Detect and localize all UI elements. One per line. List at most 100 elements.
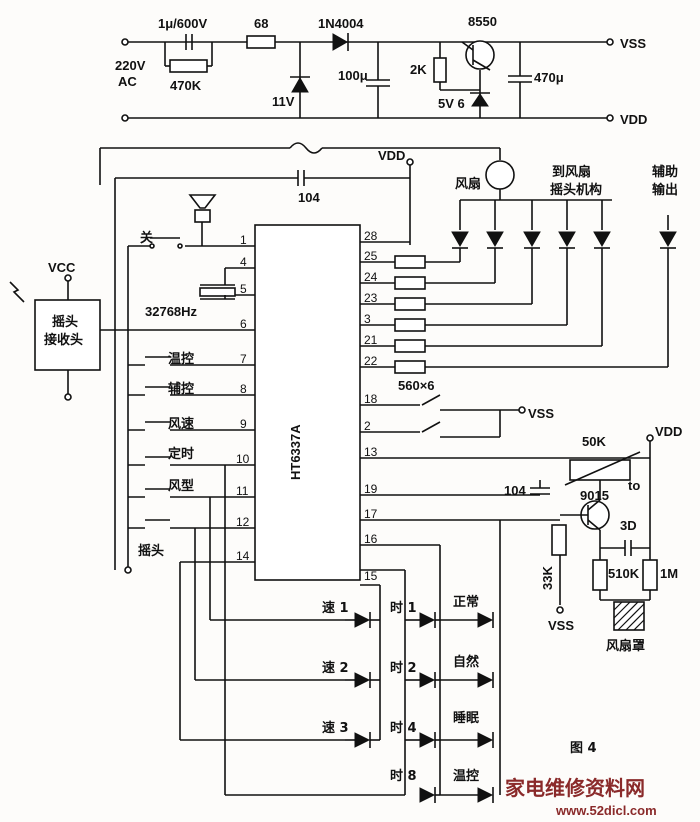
pin-1: 1 xyxy=(240,233,247,247)
label-btn-timer: 定时 xyxy=(167,446,194,462)
triac-3 xyxy=(523,231,541,249)
label-res-2k: 2K xyxy=(410,62,427,77)
led-timer-1 xyxy=(405,612,440,628)
led-speed-3 xyxy=(345,732,380,748)
triac-4 xyxy=(558,231,576,249)
label-receiver: 接收头 xyxy=(44,332,83,348)
label-to-fan: 到风扇 xyxy=(552,164,591,180)
triac-array xyxy=(451,199,677,367)
label-btn-speed: 风速 xyxy=(168,416,194,432)
pin-5: 5 xyxy=(240,282,247,296)
label-cap-3d: 3D xyxy=(620,518,637,533)
led-normal xyxy=(440,612,494,628)
label-led-timer-8: 时 8 xyxy=(390,768,417,784)
label-btn-temp: 温控 xyxy=(168,351,194,367)
label-cap-104-right: 104 xyxy=(504,483,526,498)
label-9015: 9015 xyxy=(580,488,609,503)
figure-caption: 图 4 xyxy=(570,741,597,756)
led-timer-4 xyxy=(405,732,440,748)
watermark-url: www.52dicl.com xyxy=(555,803,657,818)
pin-6: 6 xyxy=(240,317,247,331)
pin-24: 24 xyxy=(364,270,378,284)
led-sleep xyxy=(440,732,494,748)
remote-receiver-box xyxy=(9,274,101,401)
crystal-32768hz xyxy=(199,268,236,300)
ic-ht6337a xyxy=(254,224,361,581)
pin-15: 15 xyxy=(364,569,378,583)
pin-10: 10 xyxy=(236,452,250,466)
label-zener-11v: 11V xyxy=(272,94,295,109)
triac-1 xyxy=(451,231,469,249)
label-pot-50k: 50K xyxy=(582,434,606,449)
label-led-speed-1: 速 1 xyxy=(322,600,349,616)
button-switch-group xyxy=(124,246,170,574)
pin-23: 23 xyxy=(364,291,378,305)
pin-11: 11 xyxy=(236,484,249,498)
label-res-510k: 510K xyxy=(608,566,640,581)
label-aux: 辅助 xyxy=(652,164,678,180)
label-vdd-mid: VDD xyxy=(378,148,405,163)
label-cap-104: 104 xyxy=(298,190,320,205)
label-zener-5v6: 5V 6 xyxy=(438,96,465,111)
pin-3: 3 xyxy=(364,312,371,326)
label-vss-switch: VSS xyxy=(528,406,554,421)
label-btn-mode: 风型 xyxy=(168,478,194,494)
pin-28: 28 xyxy=(364,229,378,243)
triac-6 xyxy=(659,231,677,249)
fuse-and-vdd-line xyxy=(99,142,515,245)
label-vdd-right: VDD xyxy=(655,424,682,439)
pin-16: 16 xyxy=(364,532,378,546)
triac-2 xyxy=(486,231,504,249)
label-vcc: VCC xyxy=(48,260,76,275)
label-220v: 220V xyxy=(115,58,146,73)
label-fan-cover: 风扇罩 xyxy=(606,638,645,654)
label-vss-bottom: VSS xyxy=(548,618,574,633)
pin-25: 25 xyxy=(364,249,378,263)
label-diode: 1N4004 xyxy=(318,16,364,31)
label-led-speed-3: 速 3 xyxy=(322,720,349,736)
led-speed-1 xyxy=(345,612,380,628)
pin-9: 9 xyxy=(240,417,247,431)
label-led-temp: 温控 xyxy=(453,768,479,784)
label-ac: AC xyxy=(118,74,137,89)
label-cap-1u: 1μ/600V xyxy=(158,16,207,31)
triac-5 xyxy=(593,231,611,249)
label-off: 关 xyxy=(140,230,153,246)
ic-right-pins xyxy=(360,241,668,586)
label-output: 输出 xyxy=(652,182,678,198)
pin-2: 2 xyxy=(364,419,371,433)
label-swing-mech: 摇头机构 xyxy=(550,182,602,198)
label-cap-470u: 470μ xyxy=(534,70,564,85)
label-res-560x6: 560×6 xyxy=(398,378,435,393)
label-led-timer-4: 时 4 xyxy=(390,720,417,736)
label-led-natural: 自然 xyxy=(453,654,479,670)
label-vdd-top: VDD xyxy=(620,112,647,127)
label-crystal: 32768Hz xyxy=(145,304,198,319)
ic-part-number: HT6337A xyxy=(288,424,303,480)
label-fan: 风扇 xyxy=(455,176,481,192)
pin-14: 14 xyxy=(236,549,250,563)
pin-8: 8 xyxy=(240,382,247,396)
led-speed-2 xyxy=(345,672,380,688)
buzzer xyxy=(188,194,217,246)
pin-19: 19 xyxy=(364,482,378,496)
label-transistor-8550: 8550 xyxy=(468,14,497,29)
led-timer-8 xyxy=(419,787,440,803)
label-led-sleep: 睡眠 xyxy=(453,710,479,726)
switch-power-off xyxy=(128,237,183,249)
pin-4: 4 xyxy=(240,255,247,269)
pin-7: 7 xyxy=(240,352,247,366)
label-led-normal: 正常 xyxy=(453,594,479,610)
label-res-1m: 1M xyxy=(660,566,678,581)
led-temp-control xyxy=(440,787,494,803)
led-natural xyxy=(440,672,494,688)
label-btn-swing: 摇头 xyxy=(138,543,164,559)
pin-21: 21 xyxy=(364,333,378,347)
label-led-timer-2: 时 2 xyxy=(390,660,417,676)
cap-104-top xyxy=(114,170,410,570)
label-vss-top: VSS xyxy=(620,36,646,51)
label-swing-head: 摇头 xyxy=(52,314,78,330)
label-cap-100u: 100μ xyxy=(338,68,368,83)
